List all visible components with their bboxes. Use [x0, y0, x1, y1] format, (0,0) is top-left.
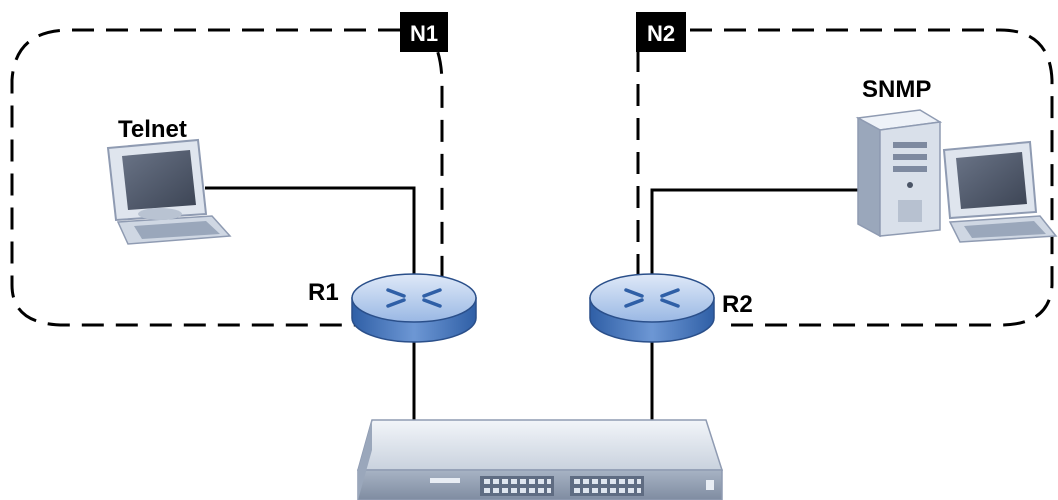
link-telnet-r1	[205, 186, 416, 290]
network-tag-n1: N1	[400, 12, 448, 52]
router-r2-label: R2	[722, 291, 753, 318]
snmp-label: SNMP	[862, 76, 931, 103]
network-tag-n2: N2	[636, 12, 686, 52]
switch-ports	[484, 479, 641, 493]
router-r2-icon	[589, 273, 715, 343]
network-label-n2: N2	[647, 21, 675, 46]
network-label-n1: N1	[410, 21, 438, 46]
telnet-computer-icon	[106, 138, 232, 245]
switch-icon	[357, 419, 724, 500]
snmp-server-workstation-icon	[855, 109, 1058, 243]
router-r1-icon	[351, 273, 477, 343]
telnet-label: Telnet	[118, 116, 187, 143]
network-n2-boundary	[636, 28, 1054, 327]
router-r1-label: R1	[308, 279, 339, 306]
link-snmp-r2	[650, 188, 862, 290]
connection-lines	[205, 186, 862, 420]
